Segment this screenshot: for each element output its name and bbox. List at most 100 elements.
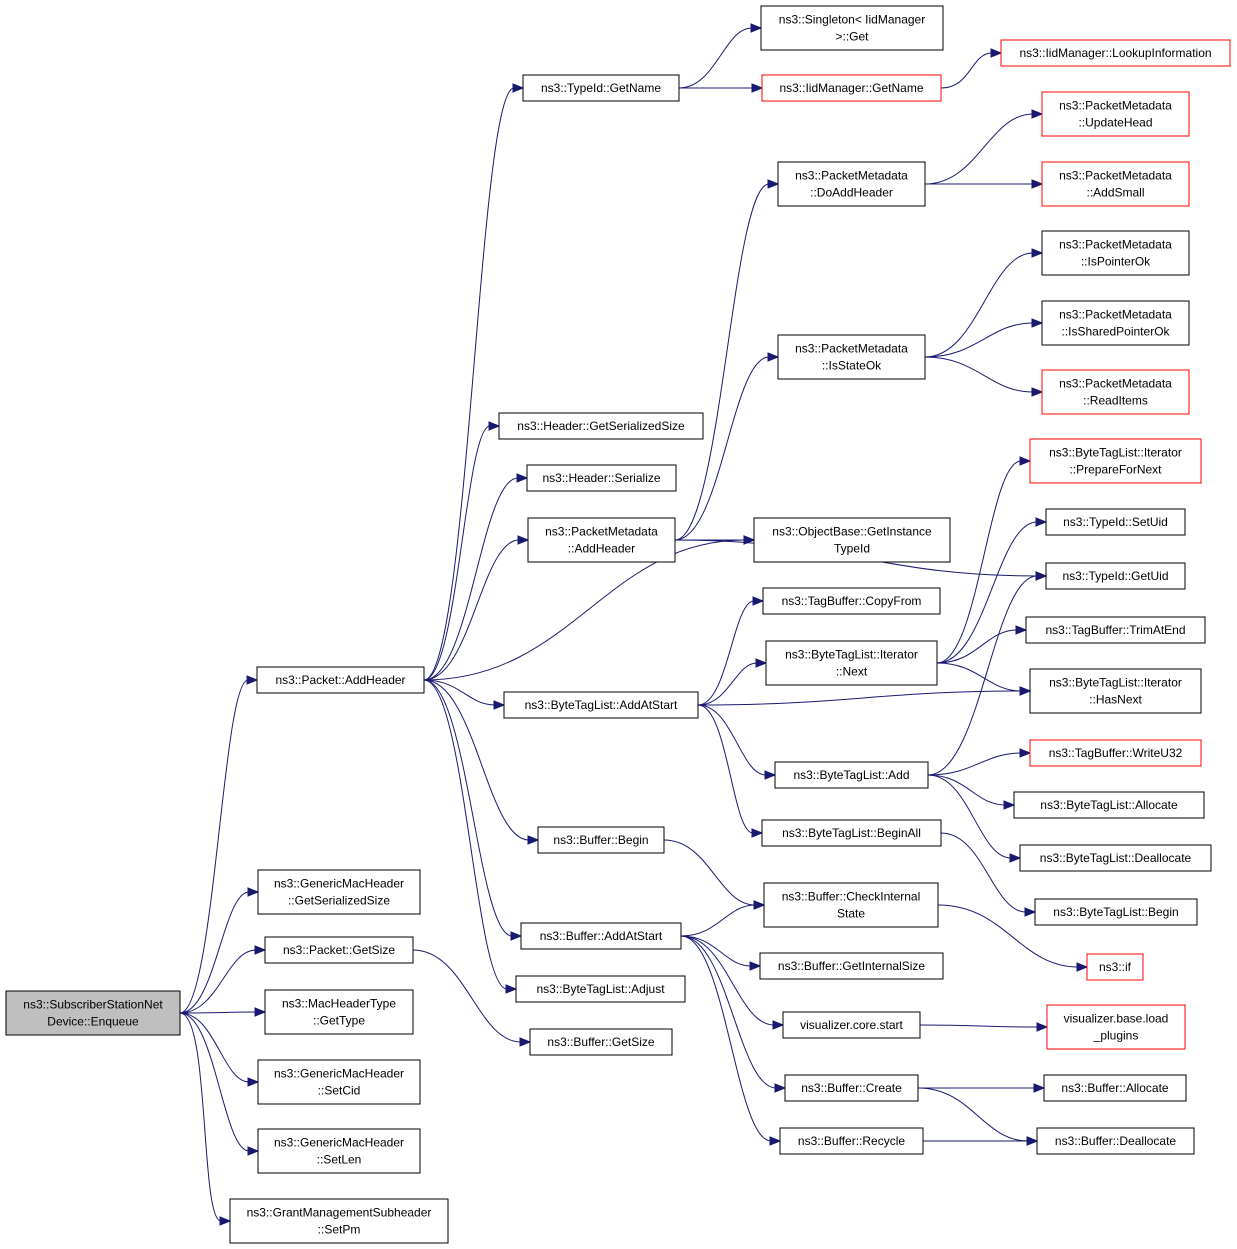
node-box [503,691,699,719]
call-edge-line [179,1011,257,1014]
arrow-head-icon [990,48,1003,58]
node-buffer-getsize[interactable]: ns3::Buffer::GetSize [529,1028,673,1056]
arrow-head-icon [751,83,764,93]
arrow-head-icon [1019,686,1032,696]
node-pm-ispointerok[interactable]: ns3::PacketMetadata::IsPointerOk [1041,230,1190,276]
node-label: ns3::TypeId::SetUid [1063,515,1168,529]
call-edge-line [919,1024,1039,1028]
node-label: ns3::ObjectBase::GetInstance [772,525,932,539]
node-iid-lookup[interactable]: ns3::IidManager::LookupInformation [1000,39,1231,67]
arrow-head-icon [1026,1136,1039,1146]
node-pm-isstateok[interactable]: ns3::PacketMetadata::IsStateOk [777,334,926,380]
node-buffer-recycle[interactable]: ns3::Buffer::Recycle [779,1127,924,1155]
node-viz-base-loadplugins[interactable]: visualizer.base.load _plugins [1046,1004,1186,1050]
arrow-head-icon [751,828,764,838]
node-header-serialize[interactable]: ns3::Header::Serialize [526,464,677,492]
call-edge-line [423,679,513,937]
node-gmh-setcid[interactable]: ns3::GenericMacHeader::SetCid [257,1059,421,1105]
node-pm-addheader[interactable]: ns3::PacketMetadata::AddHeader [527,517,676,563]
call-edge-line [680,935,775,1026]
call-edge-line [924,322,1034,358]
call-edge-buffer_addatstart-to-buffer_getinternalsize [680,935,762,971]
node-typeid-getname[interactable]: ns3::TypeId::GetName [522,74,680,102]
node-buffer-addatstart[interactable]: ns3::Buffer::AddAtStart [520,922,682,950]
node-gmh-getserializedsize[interactable]: ns3::GenericMacHeader::GetSerializedSize [257,869,421,915]
node-btl-addatstart[interactable]: ns3::ByteTagList::AddAtStart [503,691,699,719]
node-gmh-setlen[interactable]: ns3::GenericMacHeader::SetLen [257,1128,421,1174]
call-edge-buffer_addatstart-to-buffer_checkinternalstate [680,900,766,937]
node-tagbuffer-trimatend[interactable]: ns3::TagBuffer::TrimAtEnd [1025,616,1206,644]
node-label: ns3::TagBuffer::CopyFrom [782,594,922,608]
node-label: ns3::Buffer::AddAtStart [540,929,663,943]
call-edge-btl_addatstart-to-tagbuffer_copyfrom [697,596,765,706]
node-pm-addsmall[interactable]: ns3::PacketMetadata::AddSmall [1041,161,1190,207]
node-box [1045,562,1186,590]
call-edge-btli_next-to-btli_preparefornext [936,456,1032,664]
node-tagbuffer-writeu32[interactable]: ns3::TagBuffer::WriteU32 [1029,739,1202,767]
node-typeid-getuid[interactable]: ns3::TypeId::GetUid [1045,562,1186,590]
node-viz-core-start[interactable]: visualizer.core.start [782,1011,921,1039]
node-tagbuffer-copyfrom[interactable]: ns3::TagBuffer::CopyFrom [762,587,941,615]
call-edge-typeid_getname-to-iid_getname [678,83,764,93]
node-btl-add[interactable]: ns3::ByteTagList::Add [774,761,929,789]
node-buffer-create[interactable]: ns3::Buffer::Create [784,1074,919,1102]
call-edge-packet_getsize-to-buffer_getsize [412,949,532,1047]
node-btl-beginall[interactable]: ns3::ByteTagList::BeginAll [761,819,942,847]
node-pm-updatehead[interactable]: ns3::PacketMetadata::UpdateHead [1041,91,1190,137]
arrow-head-icon [1019,456,1032,466]
arrow-head-icon [247,1077,260,1087]
call-edge-line [697,662,758,706]
node-header-getserializedsize[interactable]: ns3::Header::GetSerializedSize [498,412,704,440]
node-macheadertype-gettype[interactable]: ns3::MacHeaderType::GetType [264,989,414,1035]
node-buffer-getinternalsize[interactable]: ns3::Buffer::GetInternalSize [759,952,944,980]
call-edge-pm_addheader-to-pm_isstateok [674,352,780,541]
call-edge-btli_next-to-tagbuffer_trimatend [936,625,1028,664]
node-label: ns3::IidManager::GetName [779,81,923,95]
node-box [1045,508,1186,536]
arrow-head-icon [247,1146,260,1156]
arrow-head-icon [1031,179,1044,189]
call-edge-btl_add-to-typeid_getuid [927,571,1048,776]
arrow-head-icon [1031,387,1044,397]
node-packet-addheader[interactable]: ns3::Packet::AddHeader [256,666,425,694]
node-btl-deallocate[interactable]: ns3::ByteTagList::Deallocate [1019,844,1212,872]
node-ns3-if[interactable]: ns3::if [1086,953,1144,981]
node-buffer-begin[interactable]: ns3::Buffer::Begin [537,826,665,854]
node-btl-begin[interactable]: ns3::ByteTagList::Begin [1034,898,1198,926]
node-label: ns3::ByteTagList::AddAtStart [525,698,678,712]
node-pm-doaddheader[interactable]: ns3::PacketMetadata::DoAddHeader [777,161,926,207]
node-btli-preparefornext[interactable]: ns3::ByteTagList::Iterator::PrepareForNe… [1029,438,1202,484]
node-label: ::DoAddHeader [810,186,893,200]
node-label: visualizer.base.load [1064,1012,1169,1026]
call-nodes: ns3::SubscriberStationNetDevice::Enqueue… [5,5,1231,1244]
call-edge-line [423,425,491,681]
node-buffer-allocate[interactable]: ns3::Buffer::Allocate [1043,1074,1187,1102]
node-label: ns3::ByteTagList::Iterator [785,648,918,662]
node-btl-allocate[interactable]: ns3::ByteTagList::Allocate [1013,791,1205,819]
node-label: ns3::PacketMetadata [1059,169,1172,183]
node-label: _plugins [1093,1029,1139,1043]
node-pm-issharedpointerok[interactable]: ns3::PacketMetadata::IsSharedPointerOk [1041,300,1190,346]
node-btli-next[interactable]: ns3::ByteTagList::Iterator::Next [765,640,938,686]
node-buffer-deallocate[interactable]: ns3::Buffer::Deallocate [1036,1127,1195,1155]
node-btl-adjust[interactable]: ns3::ByteTagList::Adjust [515,975,686,1003]
call-edge-root-to-macheadertype_gettype [179,1007,267,1017]
node-label: ns3::ByteTagList::Iterator [1049,676,1182,690]
node-btli-hasnext[interactable]: ns3::ByteTagList::Iterator::HasNext [1029,668,1202,714]
node-pm-readitems[interactable]: ns3::PacketMetadata::ReadItems [1041,369,1190,415]
call-edge-line [680,904,756,937]
node-packet-getsize[interactable]: ns3::Packet::GetSize [264,936,414,964]
node-box [1041,230,1190,276]
node-singleton-get[interactable]: ns3::Singleton< IidManager>::Get [760,5,944,51]
node-box [777,334,926,380]
call-edge-line [423,539,746,681]
arrow-head-icon [510,931,523,941]
node-box [257,869,421,915]
node-typeid-setuid[interactable]: ns3::TypeId::SetUid [1045,508,1186,536]
node-iid-getname[interactable]: ns3::IidManager::GetName [761,74,942,102]
node-gms-setpm[interactable]: ns3::GrantManagementSubheader::SetPm [229,1198,449,1244]
node-label: ns3::GrantManagementSubheader [247,1206,432,1220]
